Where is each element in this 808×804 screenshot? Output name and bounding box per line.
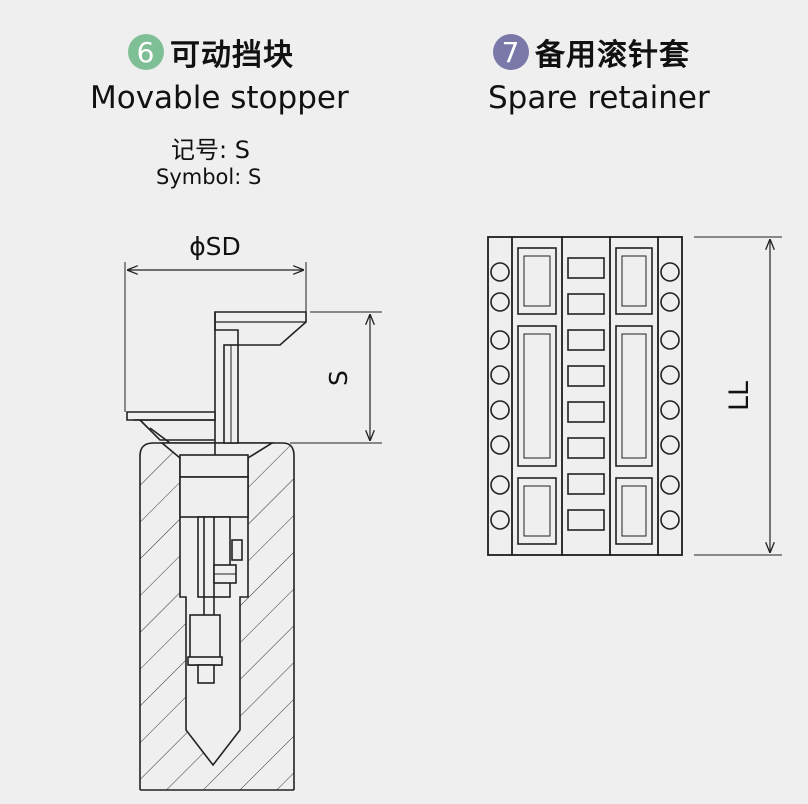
window-right-2 — [615, 325, 653, 467]
plunger-body — [179, 476, 249, 518]
window-right-3 — [615, 477, 653, 545]
movable-stopper-title: 6 可动挡块 — [128, 30, 294, 74]
center-slots — [567, 257, 605, 531]
diameter-label: ϕSD — [189, 232, 241, 261]
movable-stopper-title-en: Movable stopper — [90, 80, 349, 116]
window-left-1 — [517, 247, 557, 315]
symbol-label-en: Symbol: S — [156, 165, 262, 189]
spare-retainer-drawing — [487, 236, 782, 556]
spare-retainer-title: 7 备用滚针套 — [493, 30, 690, 74]
plunger-top — [179, 454, 249, 478]
length-label: LL — [724, 381, 755, 411]
number-badge-7: 7 — [493, 34, 529, 70]
spare-retainer-title-cn: 备用滚针套 — [535, 38, 690, 73]
movable-stopper-drawing — [124, 262, 382, 791]
spare-retainer-title-en: Spare retainer — [488, 80, 710, 116]
movable-stopper-title-cn: 可动挡块 — [170, 38, 294, 73]
bore-cavity — [159, 442, 275, 767]
lower-flange — [126, 411, 216, 421]
window-left-2 — [517, 325, 557, 467]
window-left-3 — [517, 477, 557, 545]
number-badge-6: 6 — [128, 34, 164, 70]
window-right-1 — [615, 247, 653, 315]
symbol-label-cn: 记号: S — [171, 136, 250, 164]
stroke-label: S — [324, 370, 353, 386]
upper-stopper-head — [214, 311, 307, 346]
